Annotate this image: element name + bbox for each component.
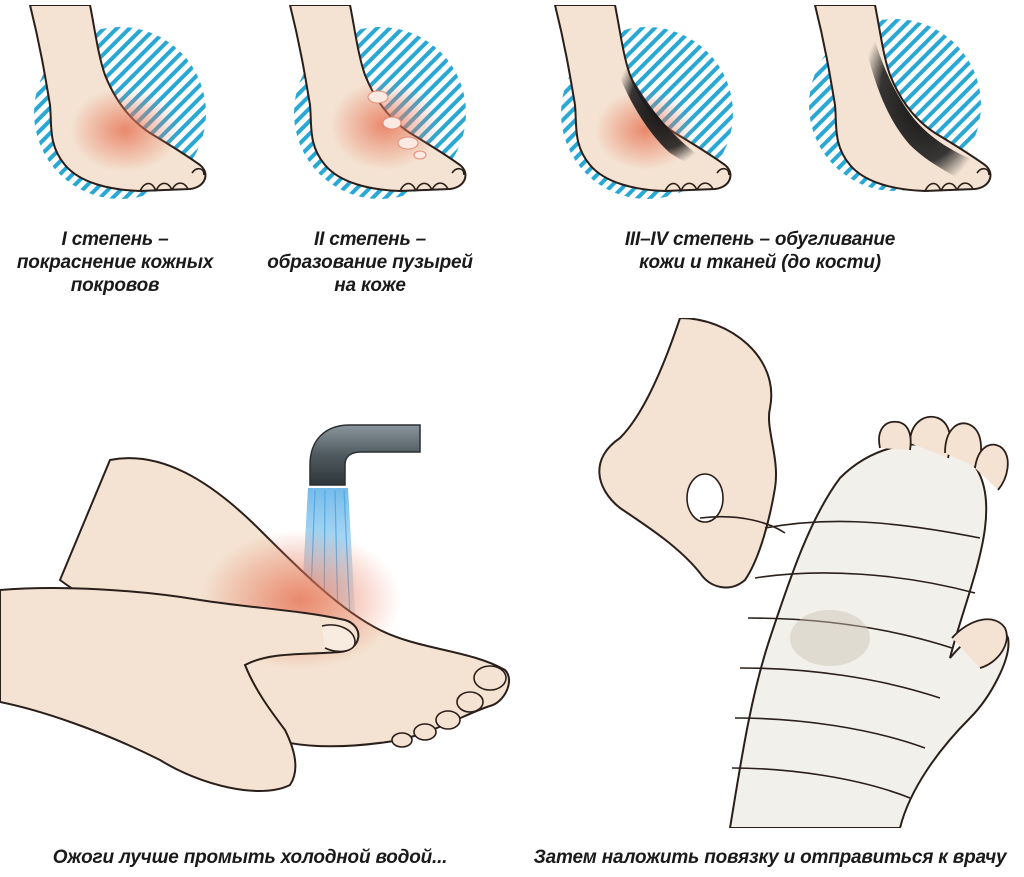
supporting-hand [0,587,360,792]
burn-degree-2-illustration [289,5,467,199]
caption-line: II степень – [314,229,426,250]
bandage-stain [790,610,870,666]
degree-2-figure [270,5,470,205]
degree-4-figure [795,5,995,205]
bandage-wrap [764,520,981,539]
caption-line: кожи и тканей (до кости) [639,252,881,273]
toe [413,723,437,741]
caption-line: III–IV степень – обугливание [624,229,896,250]
caption-line: покровов [70,275,160,296]
burn-degree-1-illustration [29,5,207,199]
bandage-wrap [739,667,941,699]
charred-area [615,45,715,167]
charred-area [861,5,988,189]
thumbnail [321,624,356,653]
rinse-scene [0,424,510,792]
fingers [878,415,1009,669]
blisters [367,90,427,160]
bandage-caption: Затем наложить повязку и отправиться к в… [520,846,1020,869]
redness-area [70,88,180,172]
rinse-caption: Ожоги лучше промыть холодной водой... [10,846,490,869]
burn-degree-4-illustration [809,5,992,192]
bandage-roll [686,473,724,523]
toe [435,710,461,730]
finger [974,443,1009,491]
bandage-wrap [747,617,953,649]
caption-line: образование пузырей [267,252,473,273]
blister [397,136,419,150]
bandage-wrap [734,717,926,749]
degree-1-figure [10,5,210,205]
caption-line: Затем наложить повязку и отправиться к в… [533,847,1007,868]
faucet-icon [309,424,421,486]
degree-3-4-caption: III–IV степень – обугливание кожи и ткан… [560,228,960,274]
burn-degree-3-illustration [554,5,733,199]
blister [413,150,427,160]
bandage-strip [699,515,786,534]
bandage-illustration [580,318,1020,828]
blister [367,90,389,104]
toes [391,665,507,748]
helper-hand [598,318,777,589]
caption-line: Ожоги лучше промыть холодной водой... [52,847,448,868]
bandage-wrap [754,572,976,594]
toe [391,732,413,748]
caption-line: на коже [334,275,406,296]
bandage-scene [598,318,1010,828]
toe [473,665,507,691]
caption-line: покраснение кожных [16,252,214,273]
degree-1-caption: I степень – покраснение кожных покровов [0,228,230,297]
bandage-wraps [699,515,981,799]
degree-3-figure [535,5,735,205]
thumb [951,618,1008,669]
caption-line: I степень – [61,229,169,250]
bandaged-hand [728,443,1010,828]
finger [878,420,912,451]
bandage-wrap [731,767,911,799]
toe [456,691,484,713]
blister [382,116,402,130]
rinse-illustration [0,330,520,810]
degree-2-caption: II степень – образование пузырей на коже [245,228,495,297]
